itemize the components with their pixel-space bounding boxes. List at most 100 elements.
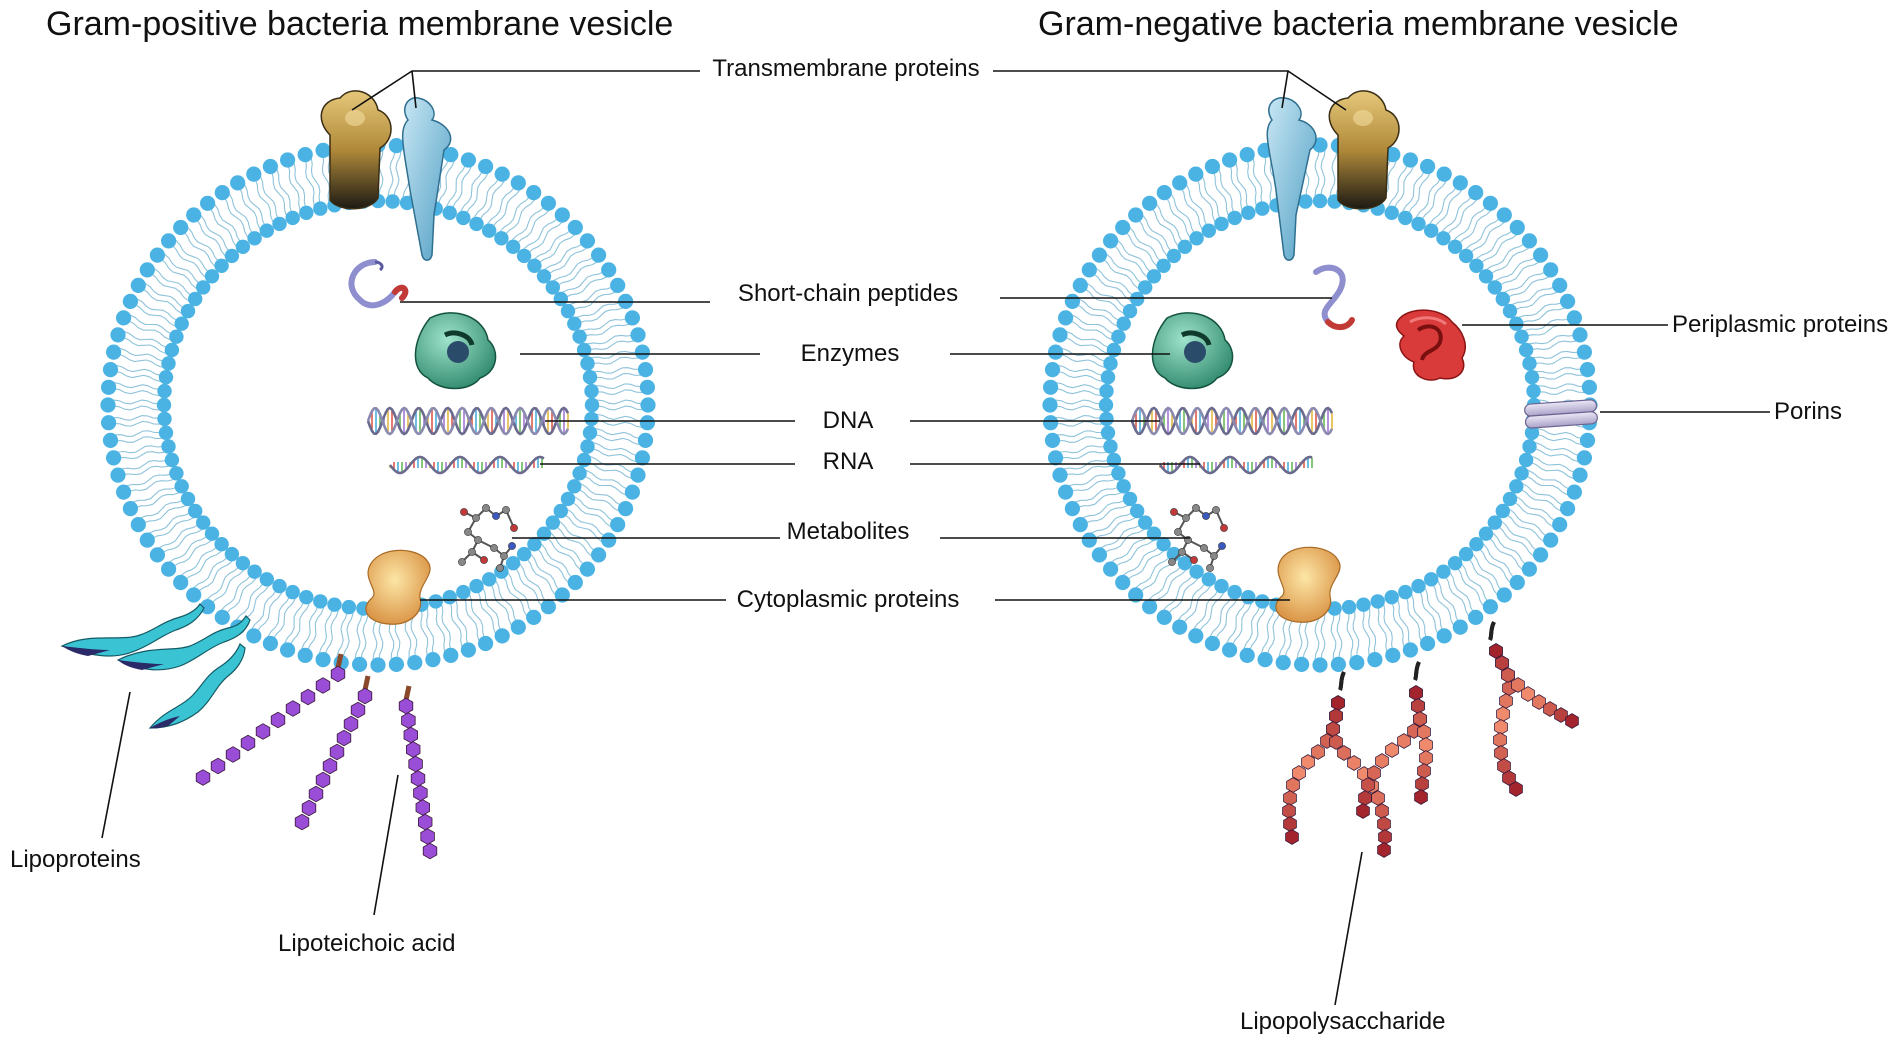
lipid-tail [566,500,617,528]
lipid-tail [465,590,489,643]
lipid-head-outer [1081,532,1097,548]
lipid-head-inner [1130,503,1145,519]
lipid-tail [301,155,318,210]
lipid-tail [387,145,396,202]
lipid-head-inner [196,515,211,530]
lipid-tail [1060,331,1115,348]
lipid-head-inner [161,356,176,371]
lipid-tail [478,584,506,635]
enzyme-left [414,312,497,390]
lipid-head-inner [1447,556,1463,571]
lipid-head-outer [1172,619,1188,635]
short-chain-peptide-left [348,259,409,309]
lipid-head-outer [1172,175,1188,191]
lps-hexagon [1375,753,1389,769]
lipid-tail [1467,216,1507,259]
lipid-tail [1496,257,1543,291]
lipid-tail [1112,535,1157,572]
lipid-tail [158,252,206,286]
lipid-head-outer [122,293,138,309]
lipid-tail [1054,443,1111,456]
lta-hexagon [415,799,431,816]
lipid-head-inner [1099,411,1114,427]
lps-hexagon [1361,777,1375,793]
lipid-tail [1049,399,1107,405]
lipid-head-inner [313,201,328,216]
lipid-tail [128,483,181,507]
lipid-head-outer [1533,547,1549,563]
lipid-head-inner [1103,356,1118,371]
lipid-tail [1161,569,1195,616]
lipid-head-inner [1099,383,1114,399]
lipid-head-inner [1370,594,1385,609]
lipid-tail [1496,519,1543,554]
lipid-tail [531,225,574,264]
lipid-head-outer [1420,158,1436,175]
lipid-tail [1320,144,1326,202]
lipid-head-outer [1044,362,1061,378]
lipid-tail [503,194,537,241]
lipid-tail [1515,488,1567,512]
lipid-head-outer [100,397,116,413]
lps-hexagon [1532,694,1546,710]
lipid-tail [515,560,551,606]
lipid-tail [1330,608,1337,665]
lta-hexagon [255,723,271,740]
lps-hexagon [1496,706,1510,722]
lipid-tail [578,314,632,335]
lipid-head-inner [516,546,532,562]
lipid-head-outer [1043,379,1059,395]
lipid-head-inner [1098,397,1114,413]
lipid-tail [437,155,455,210]
metabolite-molecule-right [1168,504,1228,572]
lipid-head-outer [1043,415,1059,431]
lipid-tail [591,383,648,390]
lipid-head-inner [1122,303,1138,319]
lipid-head-inner [1201,572,1217,587]
lipoprotein-2 [116,615,251,671]
lipid-head-inner [247,564,262,579]
lipid-head-outer [388,138,404,154]
lipid-head-outer [1064,501,1080,517]
lipid-head-outer [186,587,202,603]
lipid-head-outer [601,532,617,548]
lipid-head-outer [1496,587,1512,603]
lipid-head-outer [1576,450,1592,466]
lta-hexagon [422,842,438,860]
lipid-tail [559,513,608,544]
lta-hexagon [329,743,345,761]
lipid-tail [1243,155,1260,210]
lipid-tail [1137,212,1177,255]
molecule-atom [508,542,516,550]
lipid-head-outer [1048,450,1064,466]
transmembrane-protein-blue-left [401,97,452,261]
lipid-head-inner [285,210,300,226]
lipid-tail [591,405,649,411]
molecule-atom [460,508,468,516]
lipid-tail [432,601,449,657]
lps-hexagon [1417,763,1431,779]
lipid-tail [452,595,472,650]
lipid-head-outer [1436,166,1452,182]
lipid-head-outer [1204,635,1220,652]
lps-hexagon [1411,698,1425,714]
lta-hexagon [420,828,435,845]
lipid-head-inner [1411,216,1426,232]
molecule-atom [1210,552,1218,560]
lipid-tail [1151,564,1188,609]
lipid-tail [1060,462,1116,479]
lipid-head-outer [1072,277,1088,293]
lipid-head-inner [545,280,560,295]
lta-hexagon [357,687,373,705]
lps-hexagon [1413,711,1427,727]
helix-strand [388,455,545,475]
molecule-atom [500,552,508,560]
lipid-head-outer [1560,501,1576,517]
lipid-head-inner [169,466,184,481]
lipid-head-outer [1452,175,1468,191]
helix-strand [1158,455,1313,475]
lipid-tail [219,569,253,616]
lipid-head-inner [204,526,220,541]
lipid-head-inner [536,269,552,284]
lipid-head-inner [272,216,287,232]
